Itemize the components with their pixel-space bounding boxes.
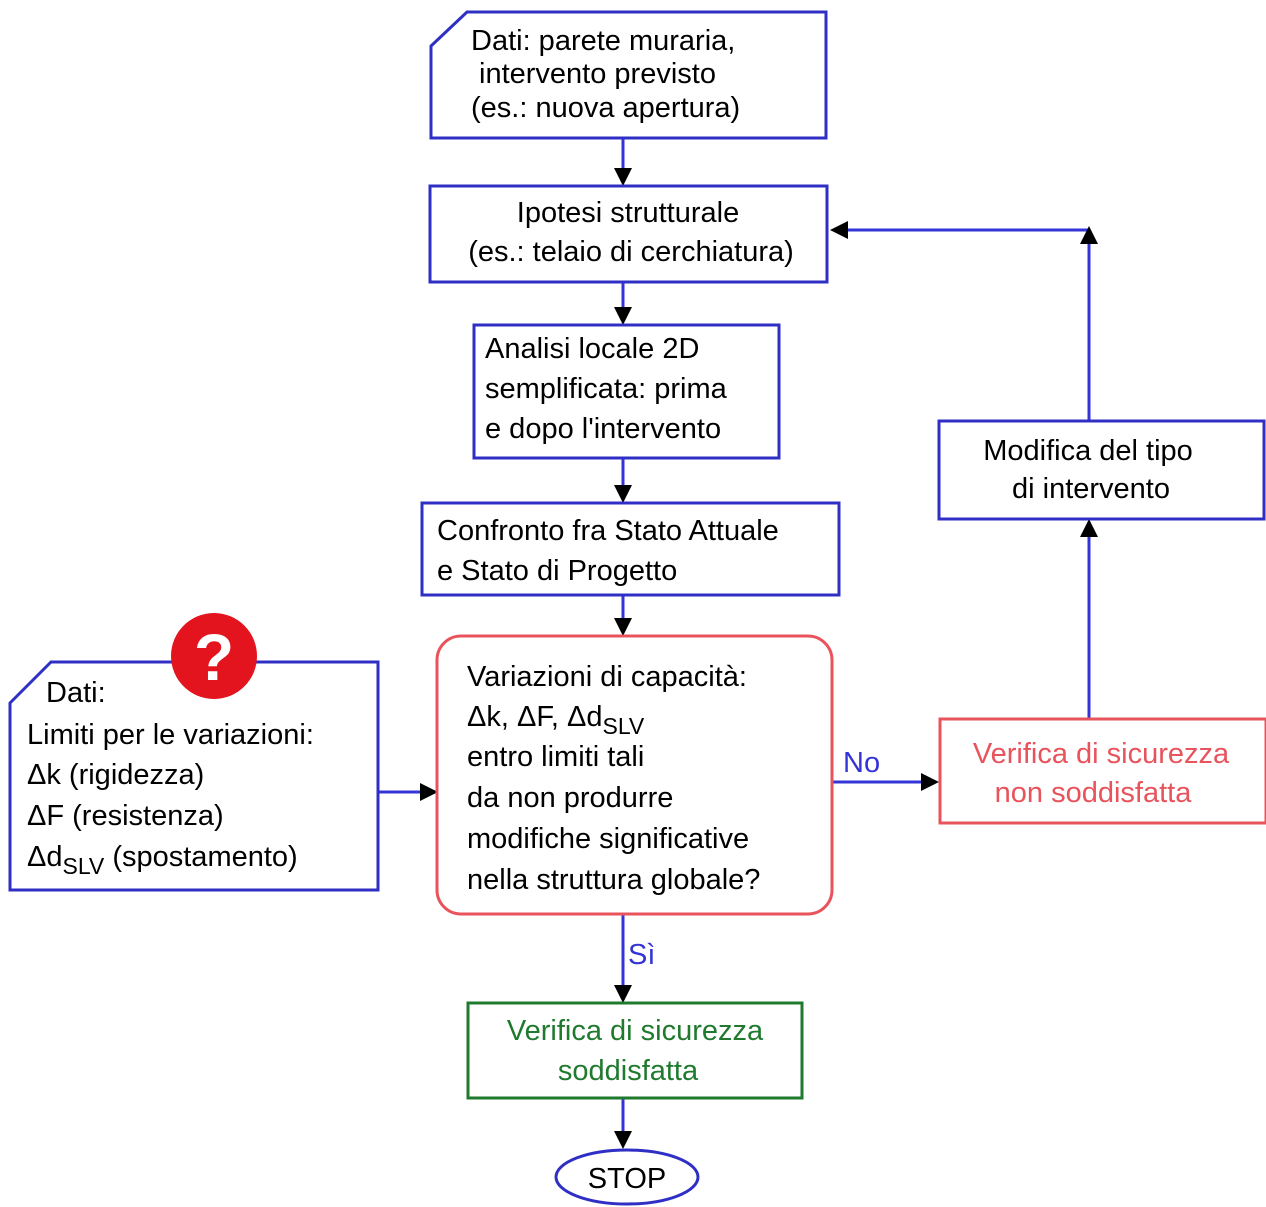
node-input-data: Dati: parete muraria, intervento previst… [429, 10, 828, 140]
arrow-input-to-hypothesis [614, 138, 632, 186]
node-fail: Verifica di sicurezza non soddisfatta [938, 717, 1266, 825]
hypothesis-line-1: Ipotesi strutturale [517, 197, 739, 229]
node-limits-data: Dati: Limiti per le variazioni: Δk (rigi… [8, 660, 380, 892]
node-decision: Variazioni di capacità: Δk, ΔF, ΔdSLV en… [435, 634, 834, 916]
comparison-line-2: e Stato di Progetto [437, 555, 677, 587]
decision-slv-subscript: SLV [602, 713, 644, 739]
comparison-line-1: Confronto fra Stato Attuale [437, 515, 779, 547]
question-mark-icon [171, 613, 257, 699]
limits-slv-subscript: SLV [63, 853, 105, 879]
decision-line-6: nella struttura globale? [467, 864, 760, 896]
stop-label: STOP [588, 1163, 666, 1195]
arrow-comparison-to-decision [614, 595, 632, 636]
decision-line-2: Δk, ΔF, ΔdSLV [467, 701, 645, 739]
node-comparison: Confronto fra Stato Attuale e Stato di P… [420, 501, 841, 597]
node-local-analysis: Analisi locale 2D semplificata: prima e … [472, 323, 781, 460]
arrow-decision-no-to-fail [832, 773, 939, 791]
limits-title: Dati: [46, 677, 106, 709]
connectors [378, 138, 1098, 1149]
input-data-line-2: intervento previsto [479, 58, 716, 90]
modify-line-2: di intervento [1012, 473, 1170, 505]
arrow-limits-to-decision [378, 783, 438, 801]
success-line-2: soddisfatta [558, 1055, 699, 1087]
arrow-modify-to-hypothesis [830, 221, 1098, 421]
analysis-line-2: semplificata: prima [485, 373, 728, 405]
decision-line-3: entro limiti tali [467, 741, 644, 773]
limits-line-3: ΔF (resistenza) [27, 800, 224, 832]
node-success: Verifica di sicurezza soddisfatta [466, 1001, 804, 1100]
decision-deltas: Δk, ΔF, Δd [467, 701, 602, 733]
arrow-success-to-stop [614, 1098, 632, 1149]
limits-displacement: (spostamento) [104, 841, 297, 873]
fail-line-2: non soddisfatta [995, 777, 1193, 809]
decision-line-5: modifiche significative [467, 823, 749, 855]
question-mark-glyph: ? [194, 620, 234, 694]
decision-line-4: da non produrre [467, 782, 673, 814]
node-structural-hypothesis: Ipotesi strutturale (es.: telaio di cerc… [428, 184, 829, 284]
arrow-fail-to-modify [1080, 519, 1098, 719]
arrow-decision-yes-to-success [614, 914, 632, 1003]
fail-line-1: Verifica di sicurezza [973, 738, 1230, 770]
branch-label-no: No [843, 747, 880, 779]
input-data-line-3: (es.: nuova apertura) [471, 92, 740, 124]
success-line-1: Verifica di sicurezza [507, 1015, 764, 1047]
analysis-line-3: e dopo l'intervento [485, 413, 721, 445]
node-stop: STOP [554, 1148, 700, 1206]
arrow-analysis-to-comparison [614, 458, 632, 503]
limits-line-1: Limiti per le variazioni: [27, 719, 314, 751]
limits-line-2: Δk (rigidezza) [27, 759, 204, 791]
arrow-hypothesis-to-analysis [614, 282, 632, 325]
decision-line-1: Variazioni di capacità: [467, 661, 747, 693]
analysis-line-1: Analisi locale 2D [485, 333, 699, 365]
limits-delta-d: Δd [27, 841, 63, 873]
modify-line-1: Modifica del tipo [983, 435, 1193, 467]
branch-label-yes: Sì [628, 939, 655, 971]
hypothesis-line-2: (es.: telaio di cerchiatura) [468, 236, 794, 268]
input-data-line-1: Dati: parete muraria, [471, 25, 735, 57]
question-badge: ? [171, 613, 257, 699]
node-modify: Modifica del tipo di intervento [937, 419, 1266, 521]
limits-line-4: ΔdSLV (spostamento) [27, 841, 298, 879]
